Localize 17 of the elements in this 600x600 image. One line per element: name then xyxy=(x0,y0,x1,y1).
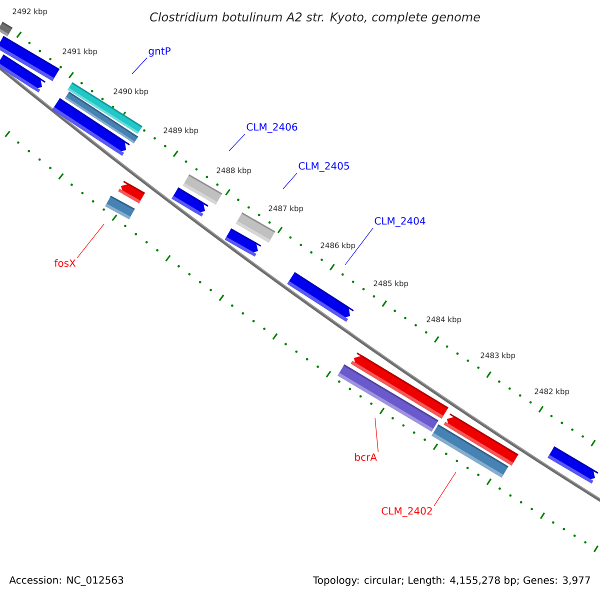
leader-line xyxy=(132,58,148,74)
gene-label: fosX xyxy=(54,259,76,267)
gene-label: gntP xyxy=(148,47,170,57)
gene-label: CLM_2406 xyxy=(246,123,298,133)
title: Clostridium botulinum A2 str. Kyoto, complete genome xyxy=(150,12,480,24)
gene-label: CLM_2402 xyxy=(382,507,432,517)
footer-text: Topology: circular; Length: 4,155,278 bp; Genes: 3,977 xyxy=(312,576,590,586)
leader-line xyxy=(76,224,104,258)
leader-line xyxy=(228,134,246,152)
gene-label: CLM_2405 xyxy=(298,162,349,172)
gene-label: bcrA xyxy=(355,453,377,461)
gene-label: CLM_2404 xyxy=(374,217,426,227)
leader-line xyxy=(374,418,378,452)
leader-line xyxy=(282,172,298,190)
leader-line xyxy=(434,472,456,506)
leader-line xyxy=(344,228,374,266)
footer-text: Accession: NC_012563 xyxy=(9,576,124,586)
